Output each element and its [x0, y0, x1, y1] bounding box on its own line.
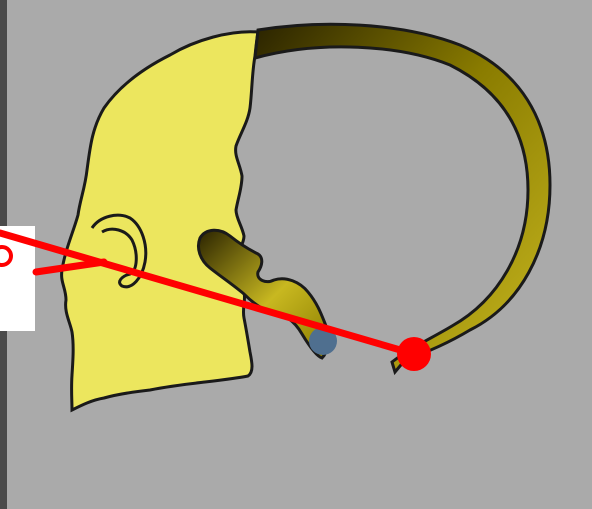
- yellow-face-profile: [62, 32, 258, 410]
- red-pointer-dot: [397, 337, 431, 371]
